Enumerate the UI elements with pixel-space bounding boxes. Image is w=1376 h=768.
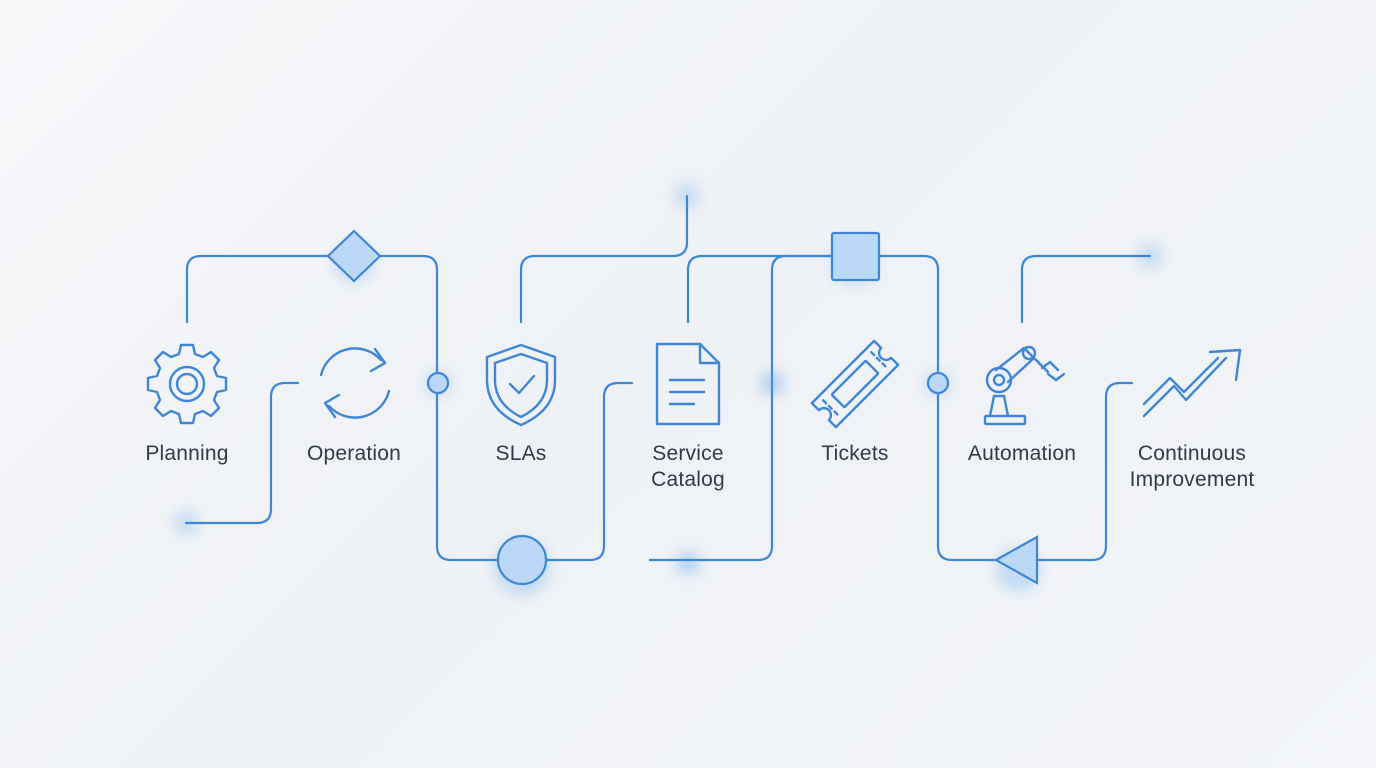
- step-label-service-catalog: Service Catalog: [651, 442, 725, 491]
- connector-tickets-loop: [648, 254, 834, 562]
- connector-catalog-top: [686, 254, 1134, 562]
- circle-node: [496, 534, 548, 586]
- junction-dot: [926, 371, 950, 395]
- connector-planning-top: [185, 254, 634, 562]
- step-label-tickets: Tickets: [821, 442, 889, 465]
- step-label-planning: Planning: [145, 442, 229, 465]
- glow-layer: [174, 184, 1162, 595]
- step-label-operation: Operation: [306, 442, 402, 465]
- robot-arm-icon: [983, 345, 1066, 426]
- document-icon: [655, 342, 721, 426]
- step-label-automation: Automation: [967, 442, 1077, 465]
- connector-slas-top: [519, 194, 689, 324]
- connector-nodes: [326, 229, 1039, 586]
- diamond-node: [326, 229, 382, 283]
- junction-dot: [683, 558, 693, 568]
- trend-up-arrow-icon: [1142, 348, 1242, 418]
- square-node: [830, 231, 881, 282]
- junction-dot: [426, 371, 450, 395]
- connector-lines: [184, 194, 1152, 562]
- junction-dot: [766, 377, 778, 389]
- refresh-cycle-icon: [319, 347, 391, 419]
- step-label-slas: SLAs: [495, 442, 547, 465]
- shield-check-icon: [485, 343, 557, 427]
- ticket-icon: [810, 339, 900, 429]
- connector-bottom-left: [184, 381, 300, 525]
- triangle-node: [993, 535, 1039, 585]
- gear-icon: [146, 343, 228, 425]
- connector-automation-top: [1020, 254, 1152, 324]
- step-label-continuous-improvement: Continuous Improvement: [1129, 442, 1255, 491]
